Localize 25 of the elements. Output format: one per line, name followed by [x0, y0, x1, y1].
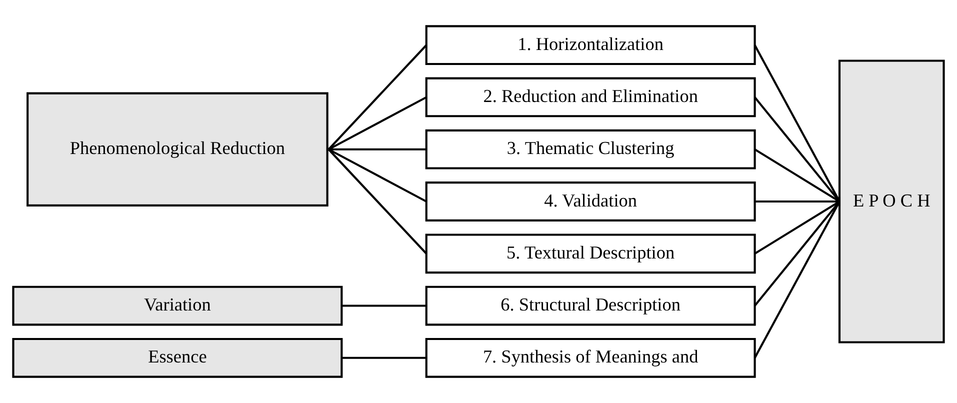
node-box: 5. Textural Description — [425, 234, 756, 274]
connector — [754, 148, 840, 202]
node-box: 1. Horizontalization — [425, 25, 756, 66]
connector — [328, 148, 428, 254]
node-box: E P O C H — [838, 60, 945, 344]
node-box: 2. Reduction and Elimination — [425, 77, 756, 118]
node-box: 7. Synthesis of Meanings and — [425, 338, 756, 378]
connector — [328, 148, 427, 202]
connector — [754, 200, 840, 203]
connector — [342, 356, 426, 359]
node-box: 4. Validation — [425, 182, 756, 222]
connector — [328, 96, 427, 150]
connector — [754, 200, 840, 306]
node-box: Variation — [12, 286, 343, 326]
connector — [342, 304, 426, 307]
connector — [754, 200, 840, 255]
node-box: Essence — [12, 338, 343, 378]
node-box: 6. Structural Description — [425, 286, 756, 326]
connector — [328, 44, 428, 150]
connector — [754, 44, 840, 202]
connector — [754, 201, 840, 358]
node-box: Phenomenological Reduction — [26, 92, 328, 206]
connector — [328, 148, 426, 150]
connector — [754, 96, 840, 202]
node-box: 3. Thematic Clustering — [425, 129, 756, 170]
